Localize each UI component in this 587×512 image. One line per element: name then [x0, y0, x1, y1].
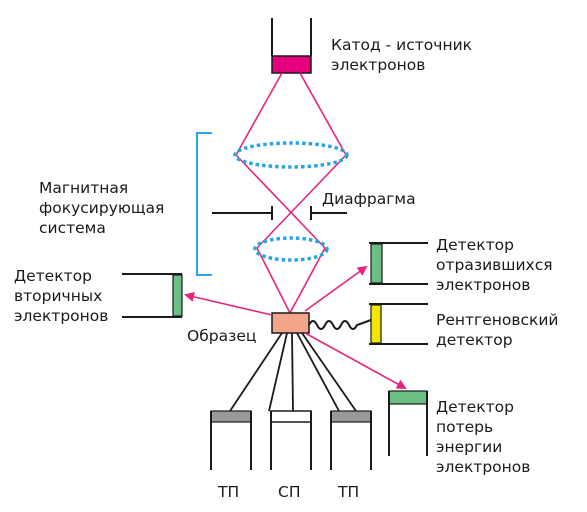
sample-holders — [229, 332, 357, 412]
magnetic-system-label-line2: фокусирующая — [39, 199, 165, 217]
reflected-detector-label-line2: отразившихся — [436, 256, 553, 274]
energy-loss-label-line4: электронов — [436, 458, 531, 476]
diaphragm-label: Диафрагма — [322, 190, 416, 208]
cathode-block — [271, 55, 312, 74]
cathode-label-line1: Катод - источник — [331, 36, 473, 54]
holder-center-label: СП — [278, 483, 301, 501]
arrow-to-reflected — [304, 265, 368, 312]
arrow-to-energy-loss — [304, 332, 407, 389]
magnetic-system-label-line1: Магнитная — [39, 179, 129, 197]
reflected-electron-detector — [369, 242, 428, 285]
cathode-assembly — [271, 18, 312, 74]
cathode-label-line2: электронов — [331, 56, 426, 74]
secondary-detector-label-line2: вторичных — [14, 287, 103, 305]
reflected-detector-label-line3: электронов — [436, 276, 531, 294]
energy-loss-label-line1: Детектор — [436, 398, 514, 416]
xray-detector — [308, 303, 428, 345]
secondary-detector-label-line1: Детектор — [14, 267, 92, 285]
diaphragm — [212, 206, 347, 220]
sample-block — [271, 312, 310, 334]
lower-lens — [253, 236, 329, 262]
energy-loss-label-line3: энергии — [436, 438, 503, 456]
holder-center — [270, 410, 312, 470]
electron-beam — [235, 72, 347, 314]
sample-label: Образец — [187, 327, 257, 345]
magnetic-system-bracket — [196, 132, 212, 276]
secondary-detector-label-line3: электронов — [14, 307, 109, 325]
magnetic-system-label-line3: система — [39, 219, 106, 237]
upper-lens — [233, 141, 349, 169]
holder-right-label: ТП — [338, 483, 360, 501]
holder-left — [210, 410, 252, 470]
energy-loss-label-line2: потерь — [436, 418, 494, 436]
signal-arrows — [184, 265, 407, 389]
reflected-detector-label-line1: Детектор — [436, 236, 514, 254]
secondary-electron-detector — [122, 273, 183, 318]
xray-wavy-signal — [308, 319, 372, 330]
holder-left-label: ТП — [218, 483, 240, 501]
holder-right — [330, 410, 372, 470]
arrow-to-secondary — [184, 291, 273, 316]
xray-detector-label-line2: детектор — [436, 331, 513, 349]
energy-loss-detector — [388, 390, 428, 456]
xray-detector-label-line1: Рентгеновский — [436, 311, 559, 329]
